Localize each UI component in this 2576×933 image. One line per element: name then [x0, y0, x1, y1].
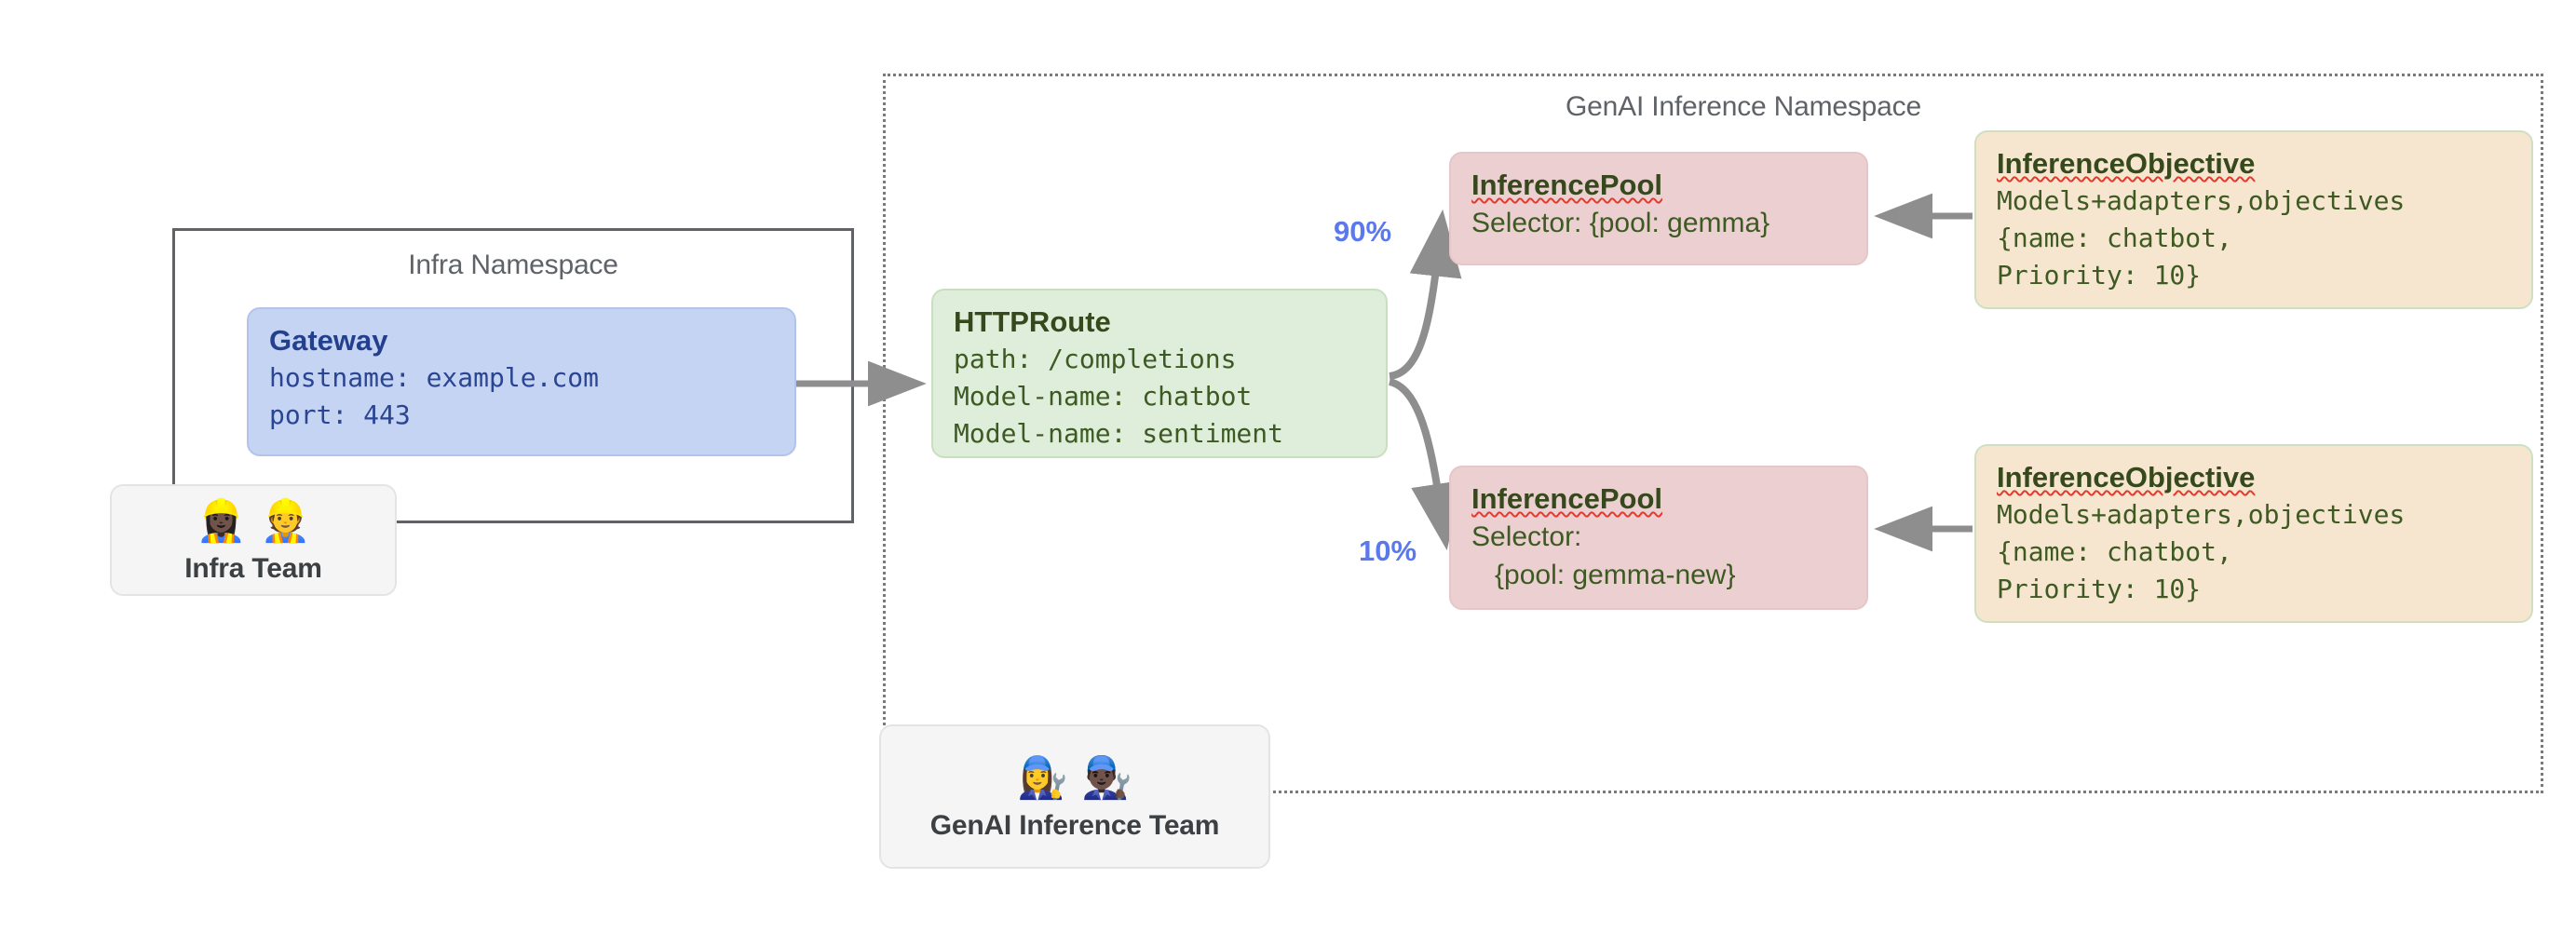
inferenceobjective-priority: Priority: 10}: [1997, 574, 2202, 604]
inferenceobjective-models: Models+adapters,objectives: [1997, 499, 2406, 530]
genai-inference-namespace-label: GenAI Inference Namespace: [1566, 91, 1921, 122]
inferencepool-title: InferencePool: [1471, 482, 1662, 515]
httproute-title: HTTPRoute: [954, 305, 1111, 338]
gateway-port: port: 443: [269, 399, 411, 430]
inferenceobjective-card-bottom[interactable]: InferenceObjective Models+adapters,objec…: [1974, 444, 2533, 623]
httproute-path: path: /completions: [954, 344, 1237, 374]
genai-inference-team-label: GenAI Inference Team: [929, 809, 1220, 841]
inferenceobjective-name: {name: chatbot,: [1997, 223, 2232, 253]
inferencepool-card-gemma-new[interactable]: InferencePool Selector: {pool: gemma-new…: [1449, 466, 1868, 610]
inferencepool-title: InferencePool: [1471, 169, 1662, 201]
gateway-title: Gateway: [269, 324, 388, 357]
inferenceobjective-title: InferenceObjective: [1997, 461, 2256, 494]
inferencepool-selector: Selector: {pool: gemma}: [1471, 208, 1770, 238]
gateway-card[interactable]: Gateway hostname: example.com port: 443: [247, 307, 796, 456]
inferenceobjective-models: Models+adapters,objectives: [1997, 185, 2406, 216]
genai-inference-namespace-boundary: [883, 74, 2543, 793]
mechanic-icon: 👩‍🔧👨🏿‍🔧: [1017, 753, 1146, 802]
infra-namespace-label: Infra Namespace: [408, 250, 618, 280]
traffic-weight-10: 10%: [1359, 534, 1417, 567]
infra-team-card[interactable]: 👷🏿‍♀️👷 Infra Team: [110, 484, 397, 596]
httproute-model-name-chatbot: Model-name: chatbot: [954, 381, 1253, 412]
genai-inference-team-card[interactable]: 👩‍🔧👨🏿‍🔧 GenAI Inference Team: [879, 724, 1270, 869]
httproute-card[interactable]: HTTPRoute path: /completions Model-name:…: [931, 289, 1388, 458]
inferenceobjective-title: InferenceObjective: [1997, 147, 2256, 180]
inferencepool-selector-value: {pool: gemma-new}: [1471, 560, 1736, 590]
construction-worker-icon: 👷🏿‍♀️👷: [196, 497, 324, 545]
infra-team-label: Infra Team: [184, 553, 322, 584]
inferenceobjective-priority: Priority: 10}: [1997, 260, 2202, 291]
gateway-hostname: hostname: example.com: [269, 362, 600, 393]
inferenceobjective-name: {name: chatbot,: [1997, 536, 2232, 567]
httproute-model-name-sentiment: Model-name: sentiment: [954, 418, 1284, 449]
traffic-weight-90: 90%: [1334, 215, 1392, 248]
inferencepool-selector: Selector:: [1471, 521, 1582, 552]
inferenceobjective-card-top[interactable]: InferenceObjective Models+adapters,objec…: [1974, 130, 2533, 309]
inferencepool-card-gemma[interactable]: InferencePool Selector: {pool: gemma}: [1449, 152, 1868, 265]
